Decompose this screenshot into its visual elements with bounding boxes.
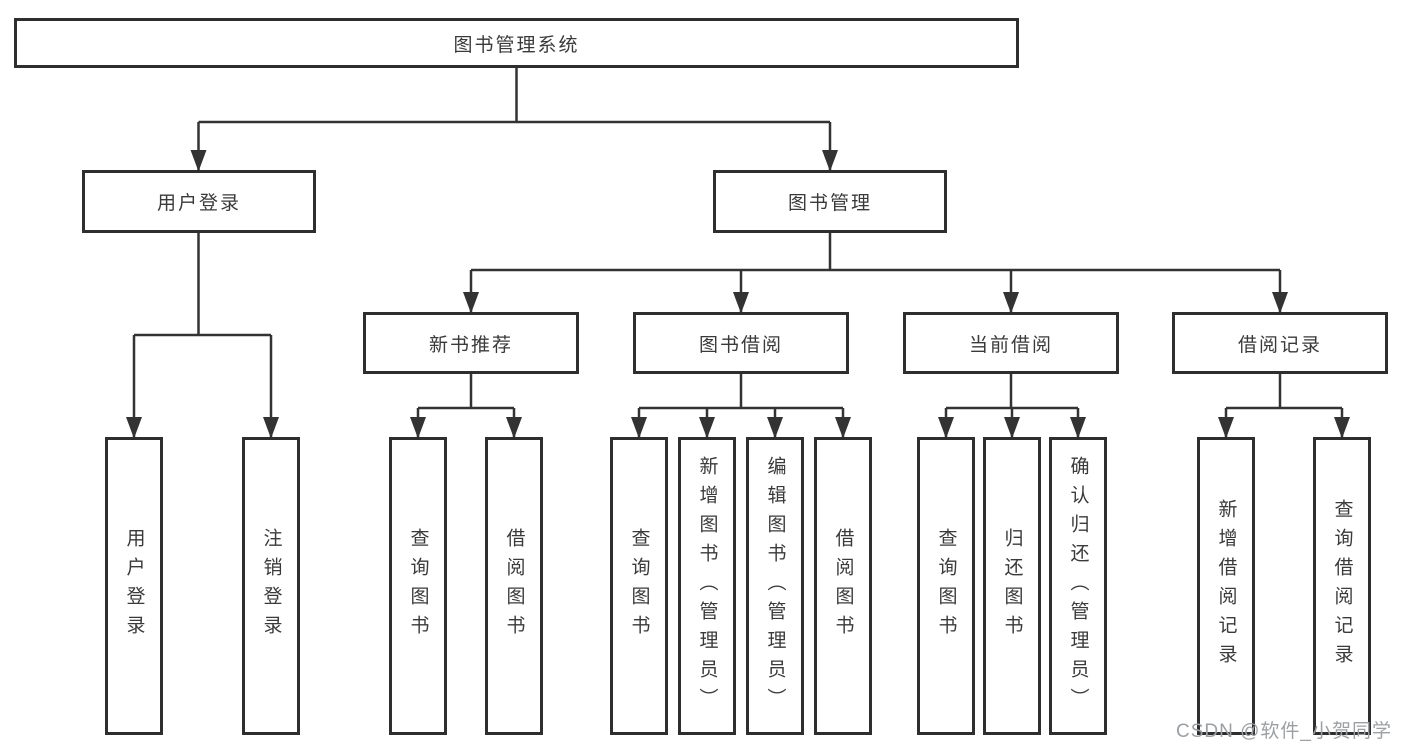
leaf-borrow-add-books-admin-label: 新增图书（管理员） (696, 455, 718, 717)
leaf-borrow-edit-books-admin: 编辑图书（管理员） (746, 437, 804, 735)
node-new-book-recommendation: 新书推荐 (363, 312, 579, 374)
node-current-borrowing: 当前借阅 (903, 312, 1119, 374)
leaf-current-confirm-return-admin: 确认归还（管理员） (1049, 437, 1107, 735)
leaf-borrow-add-books-admin: 新增图书（管理员） (678, 437, 736, 735)
leaf-recommend-borrow-books: 借阅图书 (485, 437, 543, 735)
csdn-watermark: CSDN @软件_小贺同学 (1176, 721, 1392, 742)
leaf-recommend-query-books: 查询图书 (389, 437, 447, 735)
node-book-borrowing-label: 图书借阅 (698, 334, 783, 356)
node-borrowing-records-label: 借阅记录 (1237, 334, 1322, 356)
node-system-label: 图书管理系统 (453, 34, 580, 56)
leaf-logout-label: 注销登录 (260, 528, 282, 644)
leaf-records-query-record: 查询借阅记录 (1313, 437, 1371, 735)
leaf-records-add-record: 新增借阅记录 (1197, 437, 1255, 735)
node-borrowing-records: 借阅记录 (1172, 312, 1388, 374)
node-current-borrowing-label: 当前借阅 (968, 334, 1053, 356)
leaf-records-add-record-label: 新增借阅记录 (1215, 499, 1237, 673)
leaf-borrow-edit-books-admin-label: 编辑图书（管理员） (764, 455, 786, 717)
leaf-current-confirm-return-admin-label: 确认归还（管理员） (1067, 455, 1089, 717)
node-user-login-label: 用户登录 (156, 193, 241, 214)
leaf-current-query-books: 查询图书 (917, 437, 975, 735)
leaf-borrow-query-books: 查询图书 (610, 437, 668, 735)
node-user-login: 用户登录 (82, 170, 316, 233)
leaf-current-return-books-label: 归还图书 (1001, 528, 1023, 644)
leaf-recommend-query-books-label: 查询图书 (407, 528, 429, 644)
node-book-management-label: 图书管理 (787, 193, 872, 214)
node-book-management: 图书管理 (713, 170, 947, 233)
leaf-recommend-borrow-books-label: 借阅图书 (503, 528, 525, 644)
leaf-current-query-books-label: 查询图书 (935, 528, 957, 644)
node-book-borrowing: 图书借阅 (633, 312, 849, 374)
leaf-user-login: 用户登录 (105, 437, 163, 735)
leaf-logout: 注销登录 (242, 437, 300, 735)
leaf-user-login-label: 用户登录 (123, 528, 145, 644)
leaf-borrow-borrow-books: 借阅图书 (814, 437, 872, 735)
node-system: 图书管理系统 (14, 18, 1019, 68)
node-new-book-recommendation-label: 新书推荐 (428, 334, 513, 356)
leaf-borrow-borrow-books-label: 借阅图书 (832, 528, 854, 644)
leaf-current-return-books: 归还图书 (983, 437, 1041, 735)
leaf-records-query-record-label: 查询借阅记录 (1331, 499, 1353, 673)
leaf-borrow-query-books-label: 查询图书 (628, 528, 650, 644)
